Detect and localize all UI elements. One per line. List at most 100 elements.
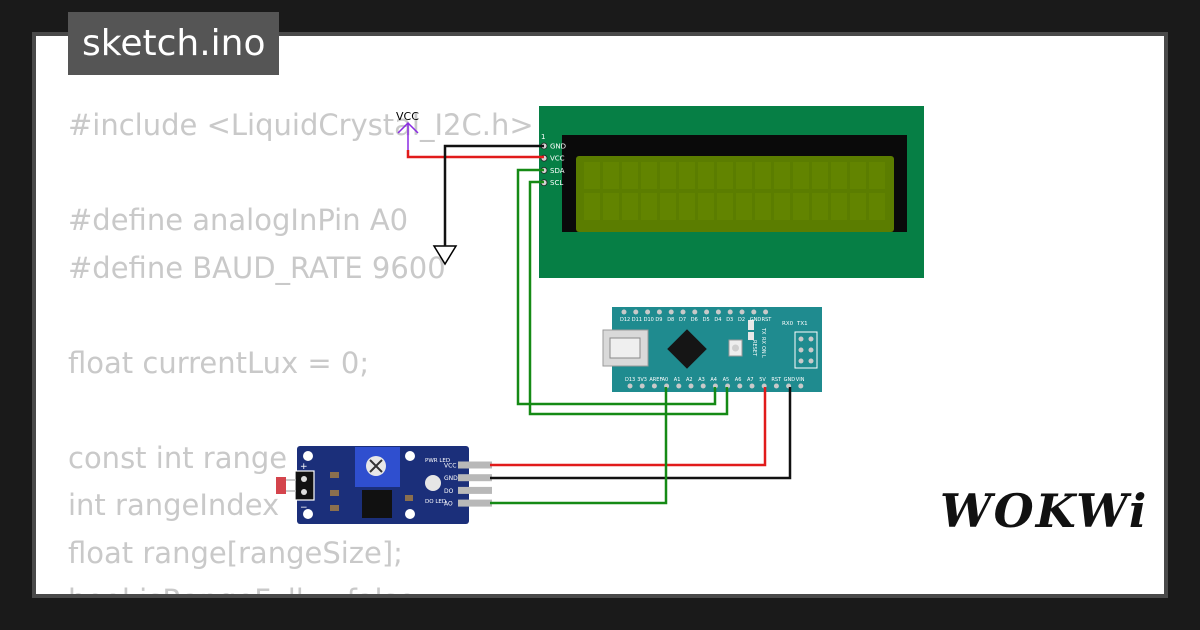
nano-pin (749, 383, 755, 389)
nano-pin-label: D11 (632, 317, 642, 323)
lcd-cell (660, 193, 676, 220)
nano-pin-label: 5V (759, 377, 766, 383)
sensor-pin (458, 461, 492, 469)
wire-scl (528, 180, 729, 416)
vcc-symbol: VCC (396, 110, 419, 150)
nano-pin (751, 309, 757, 315)
nano-led-label: ON (760, 346, 766, 354)
nano-pin (727, 309, 733, 315)
icsp-pin (808, 336, 814, 342)
icsp-pin (808, 358, 814, 364)
lcd-cell (717, 162, 733, 189)
mount-hole (405, 451, 415, 461)
lcd-cell (812, 162, 828, 189)
nano-pin-label: A1 (674, 377, 681, 383)
nano-pin (737, 383, 743, 389)
mount-hole (303, 509, 313, 519)
nano-led-label: RX (760, 337, 766, 344)
nano-pin (688, 383, 694, 389)
lcd-cell (755, 193, 771, 220)
nano-pin-label: D4 (714, 317, 721, 323)
nano-pin-label: RST (771, 377, 782, 383)
lcd-cell (622, 162, 638, 189)
nano-pin (739, 309, 745, 315)
lcd-cell (869, 193, 885, 220)
lcd-cell (698, 193, 714, 220)
wire-sensor-vcc (490, 387, 767, 467)
icsp-pin (798, 358, 804, 364)
nano-pin-label: D2 (738, 317, 745, 323)
ldr-socket (294, 470, 315, 501)
sensor-pin-label: AO (444, 501, 453, 508)
nano-pin (645, 309, 651, 315)
nano-pin-label: D8 (667, 317, 674, 323)
icsp-pin (798, 336, 804, 342)
nano-pin-label: D3 (726, 317, 733, 323)
icsp-pin (798, 347, 804, 353)
nano-pin-label: D5 (703, 317, 710, 323)
lcd-cell (660, 162, 676, 189)
lcd-pin1-label: 1 (541, 133, 545, 141)
icsp-header (794, 331, 818, 369)
nano-pin-label: D7 (679, 317, 686, 323)
lcd-cell (679, 162, 695, 189)
nano-pin-label: VIN (796, 377, 805, 383)
lcd-cell (869, 162, 885, 189)
nano-pin-label: A4 (710, 377, 717, 383)
nano-pin (651, 383, 657, 389)
nano-pin-label: A5 (723, 377, 730, 383)
file-tab[interactable]: sketch.ino (68, 12, 280, 75)
mount-hole (303, 451, 313, 461)
lcd-cell (679, 193, 695, 220)
wire-sensor-ao (490, 387, 668, 505)
sensor-pin (458, 499, 492, 507)
nano-led-label: L (760, 355, 766, 358)
lcd-cell (584, 193, 600, 220)
sensor-plus-label: + (300, 462, 308, 472)
mount-hole (405, 509, 415, 519)
nano-pin (621, 309, 627, 315)
nano-pin (692, 309, 698, 315)
nano-pin-label: A2 (686, 377, 693, 383)
lcd-cell (584, 162, 600, 189)
lcd-cell (831, 162, 847, 189)
wire-vcc-lcd (406, 150, 544, 159)
wire-gnd-lcd (443, 144, 544, 246)
comparator-chip (362, 490, 392, 518)
lcd-cell (850, 162, 866, 189)
nano-led-label: TX (760, 327, 766, 335)
lcd-cell (641, 193, 657, 220)
pwr-led-label: PWR LED (425, 458, 450, 464)
lcd-cell (622, 193, 638, 220)
vcc-label: VCC (396, 110, 419, 123)
lcd-cell (793, 162, 809, 189)
nano-pin (763, 309, 769, 315)
wire-sensor-gnd (490, 387, 792, 480)
nano-pin-label: GND (784, 377, 796, 383)
mcu-chip (667, 329, 707, 369)
nano-rx0-label: RX0 (782, 321, 794, 327)
icsp-pin (808, 347, 814, 353)
nano-tx1-label: TX1 (796, 321, 808, 327)
nano-pin-label: GND (750, 317, 762, 323)
sensor-pin (458, 486, 492, 494)
sensor-pin (458, 474, 492, 482)
nano-pin (633, 309, 639, 315)
lcd-pin-label: VCC (550, 155, 565, 163)
lcd-cell (736, 162, 752, 189)
sensor-pin-label: DO (444, 488, 454, 495)
nano-pin-label: 3V3 (637, 377, 647, 383)
lcd-cell (641, 162, 657, 189)
lcd-pin-label: SDA (550, 167, 565, 175)
reset-label: RESET (751, 340, 757, 357)
code-preview: #include <LiquidCrystal_I2C.h> #define a… (68, 108, 534, 594)
nano-pin (773, 383, 779, 389)
nano-pin-label: D12 (620, 317, 630, 323)
nano-pin (798, 383, 804, 389)
lcd-cell (774, 162, 790, 189)
